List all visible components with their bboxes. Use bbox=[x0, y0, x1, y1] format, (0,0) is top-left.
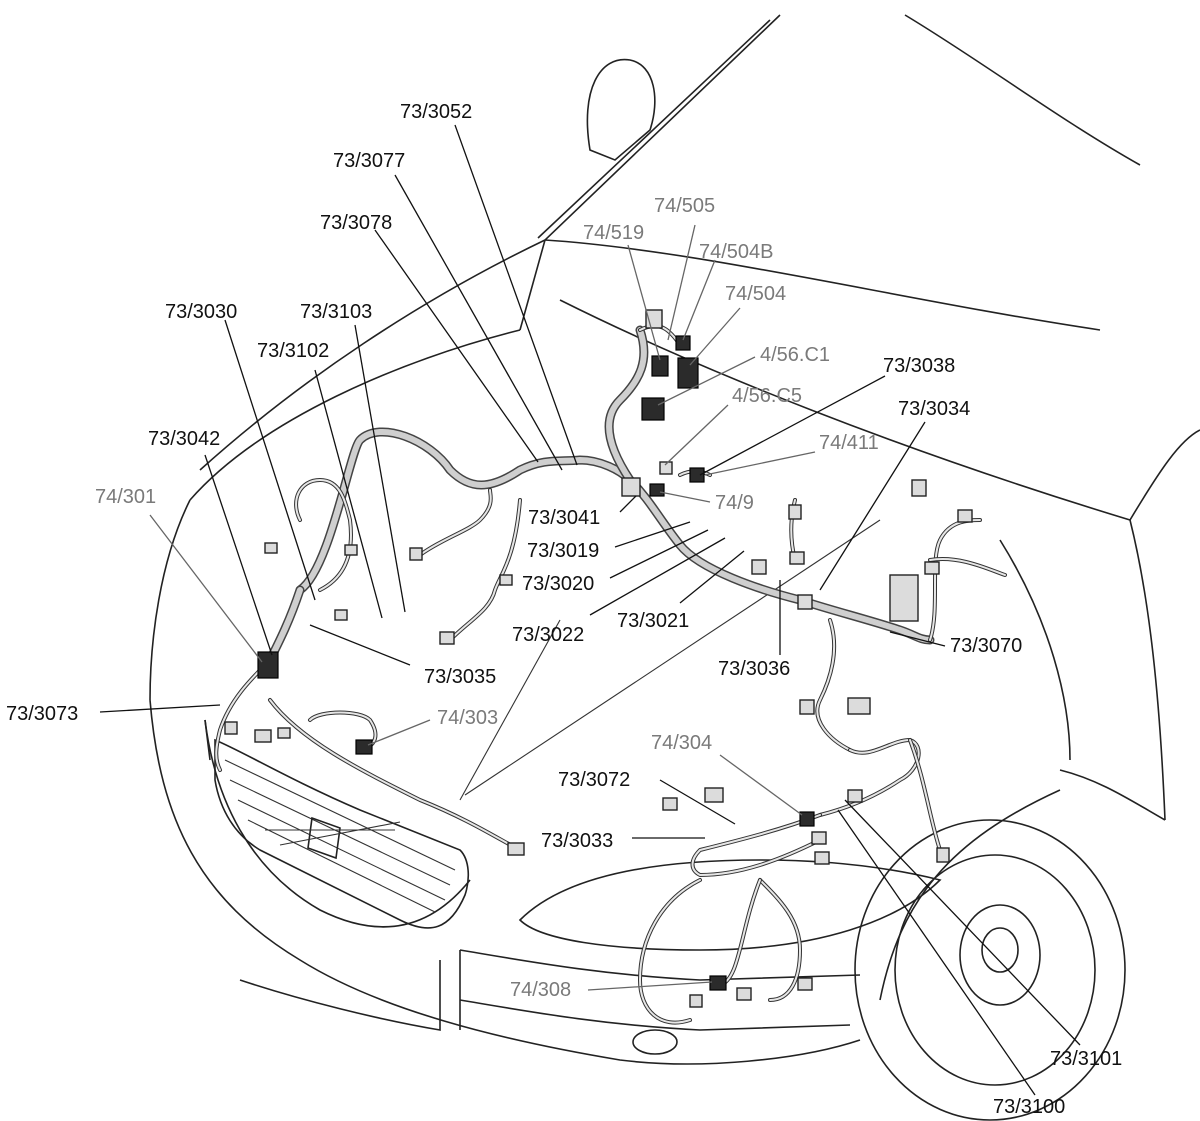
label-4-56-C5: 4/56.C5 bbox=[732, 385, 802, 407]
label-74-519: 74/519 bbox=[583, 222, 644, 244]
label-73-3038: 73/3038 bbox=[883, 355, 955, 377]
label-73-3078: 73/3078 bbox=[320, 212, 392, 234]
label-74-304: 74/304 bbox=[651, 732, 712, 754]
leader-lines bbox=[99, 124, 1081, 1096]
label-73-3021: 73/3021 bbox=[617, 610, 689, 632]
label-73-3042: 73/3042 bbox=[148, 428, 220, 450]
main-harness bbox=[265, 325, 935, 665]
label-73-3035: 73/3035 bbox=[424, 666, 496, 688]
label-73-3022: 73/3022 bbox=[512, 624, 584, 646]
label-74-303: 74/303 bbox=[437, 707, 498, 729]
label-73-3036: 73/3036 bbox=[718, 658, 790, 680]
connectors bbox=[224, 309, 973, 1008]
label-73-3033: 73/3033 bbox=[541, 830, 613, 852]
label-73-3030: 73/3030 bbox=[165, 301, 237, 323]
label-73-3101: 73/3101 bbox=[1050, 1048, 1122, 1070]
label-73-3034: 73/3034 bbox=[898, 398, 970, 420]
label-73-3070: 73/3070 bbox=[950, 635, 1022, 657]
label-74-504B: 74/504B bbox=[699, 241, 774, 263]
car-body bbox=[149, 14, 1200, 1121]
label-73-3072: 73/3072 bbox=[558, 769, 630, 791]
label-73-3073: 73/3073 bbox=[6, 703, 78, 725]
labels: 73/3052 73/3077 73/3078 73/3030 73/3103 … bbox=[6, 101, 1122, 1118]
label-73-3103: 73/3103 bbox=[300, 301, 372, 323]
label-73-3041: 73/3041 bbox=[528, 507, 600, 529]
label-73-3100: 73/3100 bbox=[993, 1096, 1065, 1118]
label-73-3019: 73/3019 bbox=[527, 540, 599, 562]
label-74-301: 74/301 bbox=[95, 486, 156, 508]
label-4-56-C1: 4/56.C1 bbox=[760, 344, 830, 366]
label-74-308: 74/308 bbox=[510, 979, 571, 1001]
label-73-3020: 73/3020 bbox=[522, 573, 594, 595]
label-73-3052: 73/3052 bbox=[400, 101, 472, 123]
label-74-411: 74/411 bbox=[819, 432, 879, 454]
label-74-504: 74/504 bbox=[725, 283, 786, 305]
label-74-505: 74/505 bbox=[654, 195, 715, 217]
label-73-3077: 73/3077 bbox=[333, 150, 405, 172]
label-73-3102: 73/3102 bbox=[257, 340, 329, 362]
label-74-9: 74/9 bbox=[715, 492, 754, 514]
